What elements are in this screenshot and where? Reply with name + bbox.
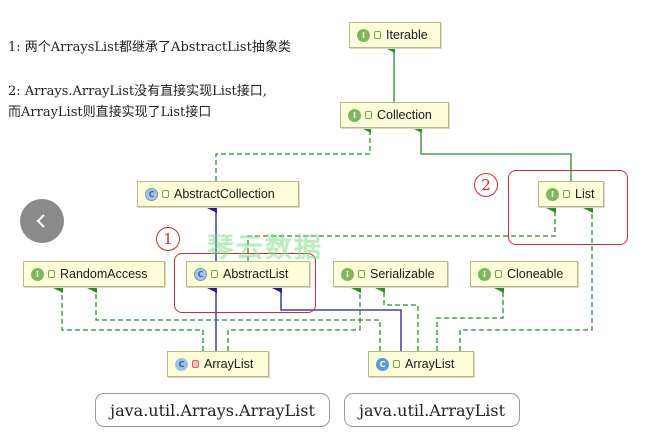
package-label-arrays-arraylist: java.util.Arrays.ArrayList — [95, 393, 330, 427]
private-lock-icon — [192, 360, 199, 368]
node-serializable[interactable]: I Serializable — [333, 261, 448, 287]
note-line-2: 2: Arrays.ArrayList没有直接实现List接口, — [8, 84, 267, 99]
open-lock-icon — [393, 360, 400, 368]
interface-icon: I — [341, 267, 354, 281]
edge-arraysarraylist-serializable — [227, 283, 361, 351]
edge-arraysarraylist-randomaccess — [53, 283, 204, 351]
edge-utilarraylist-serializable — [375, 283, 419, 351]
highlight-abstractlist-box — [174, 253, 316, 313]
interface-icon: I — [31, 267, 44, 281]
node-random-access[interactable]: I RandomAccess — [23, 261, 165, 287]
node-abstract-list[interactable]: C AbstractList — [186, 261, 310, 287]
class-icon: C — [376, 357, 389, 371]
static-inner-class-icon: C — [175, 357, 188, 371]
node-abstract-collection[interactable]: C AbstractCollection — [137, 181, 299, 207]
node-label: AbstractList — [223, 267, 289, 281]
node-label: Iterable — [386, 28, 428, 42]
edge-utilarraylist-abstractlist — [272, 283, 402, 351]
abstract-class-icon: C — [194, 267, 207, 281]
node-label: List — [575, 187, 595, 201]
edge-utilarraylist-list — [459, 203, 593, 351]
node-cloneable[interactable]: I Cloneable — [470, 261, 578, 287]
edge-list-collection — [412, 123, 572, 181]
interface-icon: I — [357, 28, 370, 42]
node-label: RandomAccess — [60, 267, 148, 281]
node-label: Collection — [377, 108, 432, 122]
open-lock-icon — [365, 111, 372, 119]
note-line-3: 而ArrayList则直接实现了List接口 — [8, 105, 212, 120]
highlight-list-box — [508, 170, 628, 245]
interface-icon: I — [546, 187, 559, 201]
node-iterable[interactable]: I Iterable — [349, 22, 441, 48]
node-label: Cloneable — [507, 267, 564, 281]
open-lock-icon — [495, 270, 502, 278]
package-label-util-arraylist: java.util.ArrayList — [344, 393, 520, 427]
edge-abstractcollection-collection — [215, 123, 371, 181]
open-lock-icon — [374, 31, 381, 39]
open-lock-icon — [211, 270, 218, 278]
interface-icon: I — [478, 267, 491, 281]
node-arrays-arraylist[interactable]: C ArrayList — [167, 351, 269, 377]
abstract-class-icon: C — [145, 187, 158, 201]
chevron-left-icon — [36, 214, 45, 228]
watermark-text: 琴云数据 — [207, 233, 323, 263]
edge-utilarraylist-randomaccess — [87, 283, 381, 351]
open-lock-icon — [48, 270, 55, 278]
open-lock-icon — [162, 190, 169, 198]
note-line-1: 1: 两个ArraysList都继承了AbstractList抽象类 — [8, 40, 291, 55]
edge-utilarraylist-cloneable — [436, 283, 504, 351]
back-button[interactable] — [20, 199, 64, 243]
node-list[interactable]: I List — [538, 181, 604, 207]
node-label: Serializable — [370, 267, 435, 281]
callout-1: 1 — [156, 227, 180, 251]
node-label: ArrayList — [204, 357, 254, 371]
node-label: ArrayList — [405, 357, 455, 371]
open-lock-icon — [358, 270, 365, 278]
open-lock-icon — [563, 190, 570, 198]
edge-abstractlist-list — [247, 203, 556, 261]
node-util-arraylist[interactable]: C ArrayList — [368, 351, 474, 377]
node-collection[interactable]: I Collection — [340, 102, 449, 128]
callout-2: 2 — [474, 173, 498, 197]
interface-icon: I — [348, 108, 361, 122]
node-label: AbstractCollection — [174, 187, 275, 201]
